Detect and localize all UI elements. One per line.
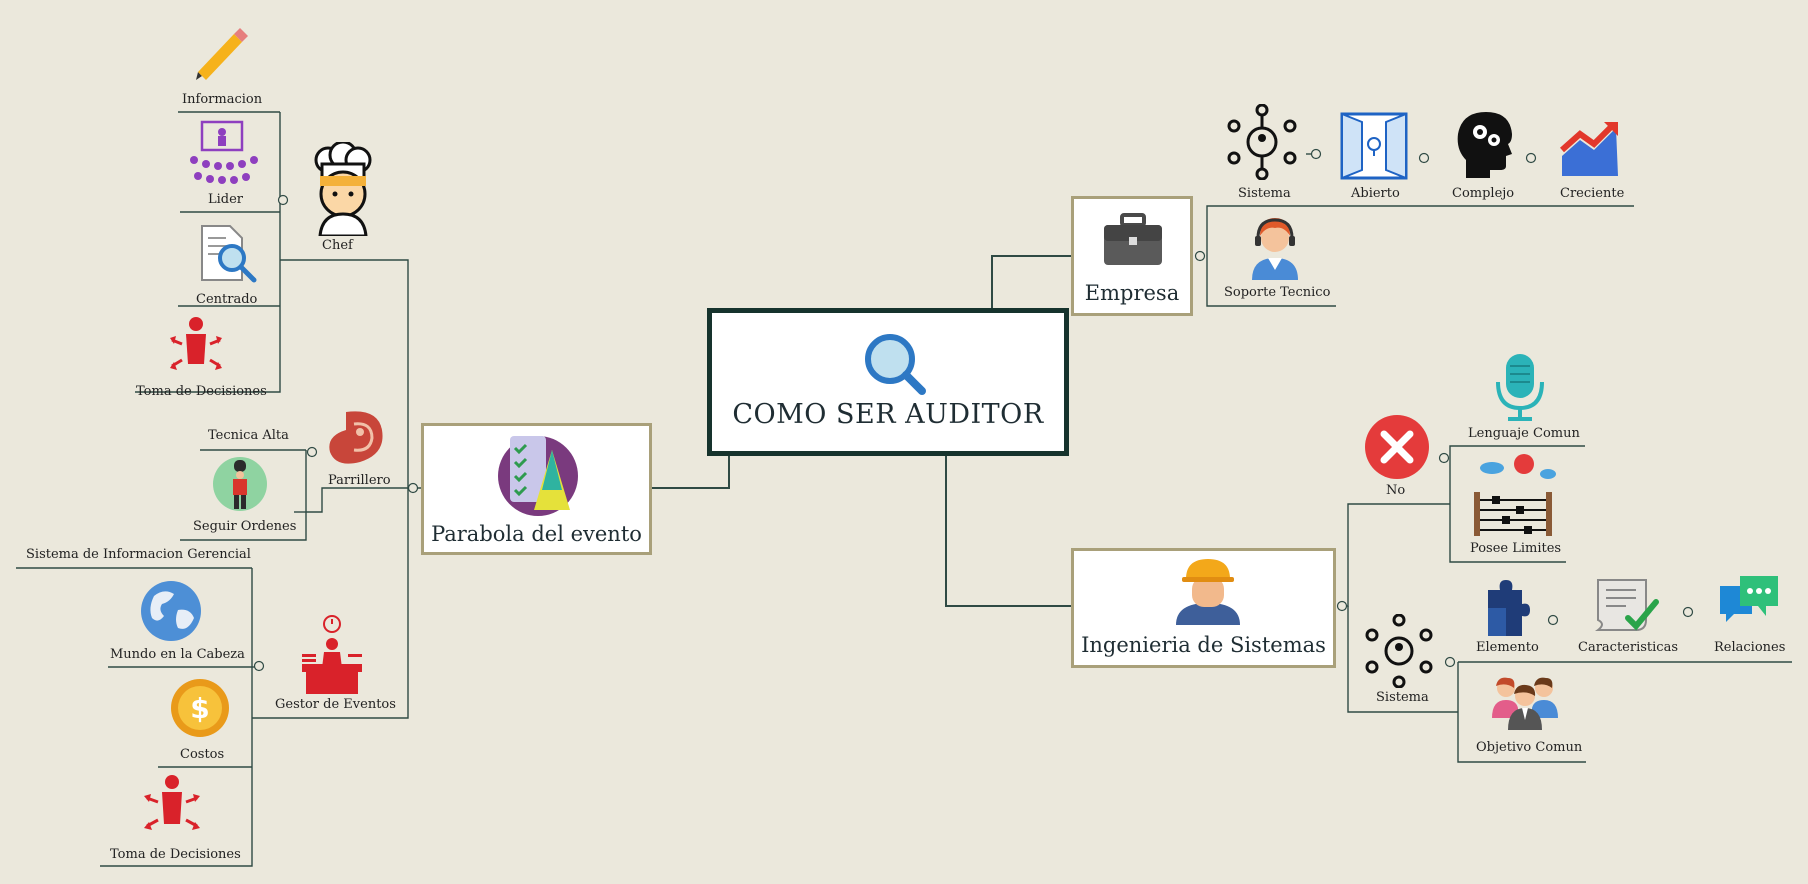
root-label: COMO SER AUDITOR [732, 399, 1044, 430]
sig-label: Sistema de Informacion Gerencial [26, 547, 251, 562]
mundo-label: Mundo en la Cabeza [110, 647, 245, 662]
lider-label: Lider [208, 192, 244, 207]
soporte-tecnico-label: Soporte Tecnico [1224, 285, 1331, 300]
ingenieria-node[interactable]: Ingenieria de Sistemas [1071, 548, 1336, 668]
pencil-icon [196, 28, 248, 80]
relaciones-label: Relaciones [1714, 640, 1786, 655]
toma-decisiones-label-1: Toma de Decisiones [136, 384, 267, 399]
chef-icon [314, 142, 372, 236]
empresa-label: Empresa [1084, 281, 1180, 305]
event-desk-icon [302, 615, 362, 694]
centrado-label: Centrado [196, 292, 258, 307]
decision-person-icon [170, 317, 222, 370]
network-icon-2 [1365, 614, 1433, 688]
engineer-icon [1176, 559, 1240, 625]
gestor-label: Gestor de Eventos [275, 697, 396, 712]
costos-label: Costos [180, 747, 225, 762]
svg-text:$: $ [190, 692, 209, 725]
globe-icon [141, 581, 201, 641]
checklist-scroll-icon [1595, 579, 1659, 631]
coin-icon: $ [171, 679, 229, 737]
complejo-label: Complejo [1452, 186, 1515, 201]
puzzle-icon [1488, 580, 1530, 636]
party-hat-checklist-icon [498, 436, 578, 516]
parrillero-label: Parrillero [328, 473, 391, 488]
ingenieria-label: Ingenieria de Sistemas [1081, 633, 1326, 657]
elemento-label: Elemento [1476, 640, 1539, 655]
chat-bubbles-icon [1720, 576, 1778, 622]
presenter-audience-icon [190, 120, 258, 184]
red-x-icon [1365, 415, 1429, 479]
head-gears-icon [1457, 112, 1512, 178]
steak-icon [329, 411, 383, 464]
sistema-ing-label: Sistema [1376, 690, 1429, 705]
decision-person-icon-2 [144, 775, 200, 830]
seguir-ordenes-label: Seguir Ordenes [193, 519, 297, 534]
microphone-icon [1496, 354, 1544, 421]
sistema-empresa-label: Sistema [1238, 186, 1291, 201]
abacus-icon [1474, 454, 1556, 536]
magnifier-icon [865, 334, 926, 395]
informacion-label: Informacion [182, 92, 263, 107]
team-icon [1492, 677, 1558, 730]
lenguaje-comun-label: Lenguaje Comun [1468, 426, 1580, 441]
creciente-label: Creciente [1560, 186, 1625, 201]
no-label: No [1386, 483, 1406, 498]
objetivo-comun-label: Objetivo Comun [1476, 740, 1583, 755]
growth-chart-icon [1560, 121, 1618, 176]
chef-label: Chef [322, 238, 353, 253]
document-search-icon [201, 225, 257, 283]
parabola-node[interactable]: Parabola del evento [421, 423, 652, 555]
posee-limites-label: Posee Limites [1470, 541, 1562, 556]
support-agent-icon [1252, 218, 1298, 280]
guard-icon [213, 457, 267, 511]
abierto-label: Abierto [1351, 186, 1400, 201]
tecnica-alta-label: Tecnica Alta [208, 428, 289, 443]
root-node[interactable]: COMO SER AUDITOR [707, 308, 1069, 456]
caracteristicas-label: Caracteristicas [1578, 640, 1678, 655]
parabola-label: Parabola del evento [431, 522, 642, 546]
network-icon [1227, 104, 1297, 180]
toma-decisiones-label-2: Toma de Decisiones [110, 847, 241, 862]
open-door-icon [1340, 112, 1408, 180]
briefcase-icon [1104, 213, 1162, 265]
empresa-node[interactable]: Empresa [1071, 196, 1193, 316]
